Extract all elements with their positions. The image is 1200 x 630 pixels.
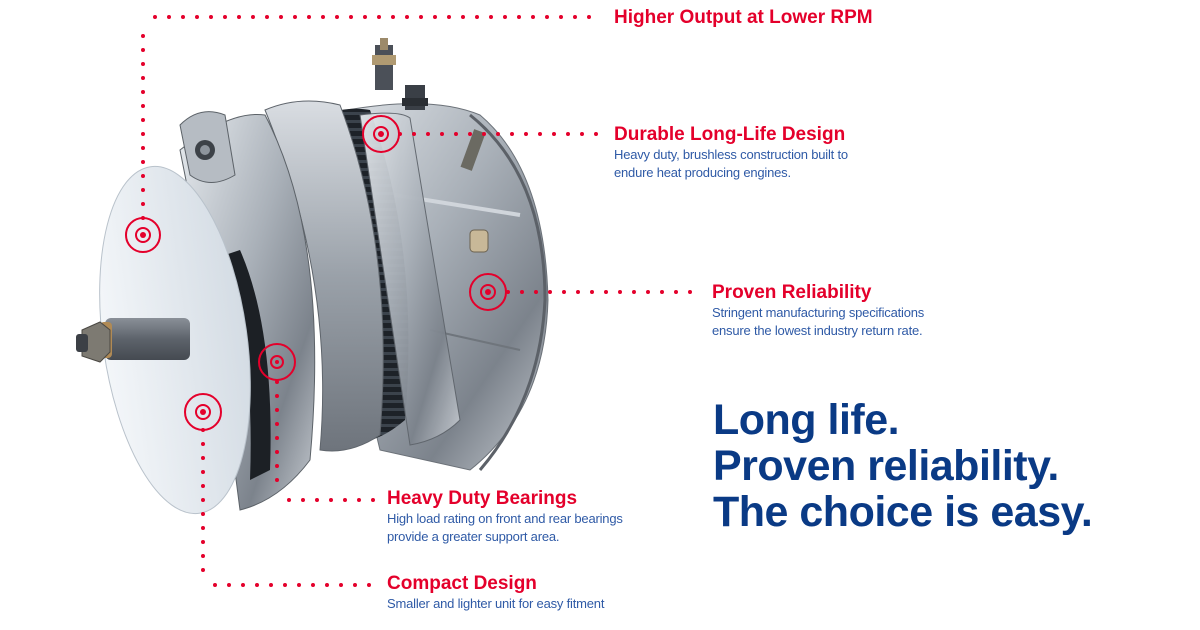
leader-lines <box>141 15 702 587</box>
feature-durable-design: Durable Long-Life Design Heavy duty, bru… <box>614 124 848 182</box>
feature-title: Heavy Duty Bearings <box>387 488 578 509</box>
tagline-line: Long life. <box>713 396 900 444</box>
feature-heavy-duty-bearings: Heavy Duty Bearings High load rating on … <box>387 488 623 546</box>
target-icon-housing <box>469 273 507 311</box>
feature-higher-output: Higher Output at Lower RPM <box>614 7 873 29</box>
feature-title: Proven Reliability <box>712 282 872 303</box>
target-icon-front-pulley <box>125 217 161 253</box>
feature-proven-reliability: Proven Reliability Stringent manufacturi… <box>712 282 924 340</box>
feature-title: Durable Long-Life Design <box>614 124 846 145</box>
tagline-line: Proven reliability. <box>713 442 1059 490</box>
tagline-line: The choice is easy. <box>713 488 1093 536</box>
feature-description-line: Heavy duty, brushless construction built… <box>614 147 848 162</box>
feature-description-line: Stringent manufacturing specifications <box>712 305 925 320</box>
center-band <box>264 100 461 452</box>
feature-description-line: Smaller and lighter unit for easy fitmen… <box>387 596 605 611</box>
front-housing <box>179 111 316 511</box>
tagline: Long life. Proven reliability. The choic… <box>713 396 1093 536</box>
target-icon-terminal <box>362 115 400 153</box>
drive-shaft <box>76 318 190 363</box>
target-icon-front-plate <box>184 393 222 431</box>
terminal-posts <box>372 38 486 171</box>
feature-description-line: endure heat producing engines. <box>614 165 791 180</box>
feature-title: Higher Output at Lower RPM <box>614 7 873 28</box>
feature-description-line: ensure the lowest industry return rate. <box>712 323 923 338</box>
feature-title: Compact Design <box>387 573 537 594</box>
callout-markers <box>125 115 507 431</box>
feature-compact-design: Compact Design Smaller and lighter unit … <box>387 573 604 613</box>
feature-description-line: High load rating on front and rear beari… <box>387 511 623 526</box>
feature-description-line: provide a greater support area. <box>387 529 560 544</box>
target-icon-bearing <box>258 343 296 381</box>
